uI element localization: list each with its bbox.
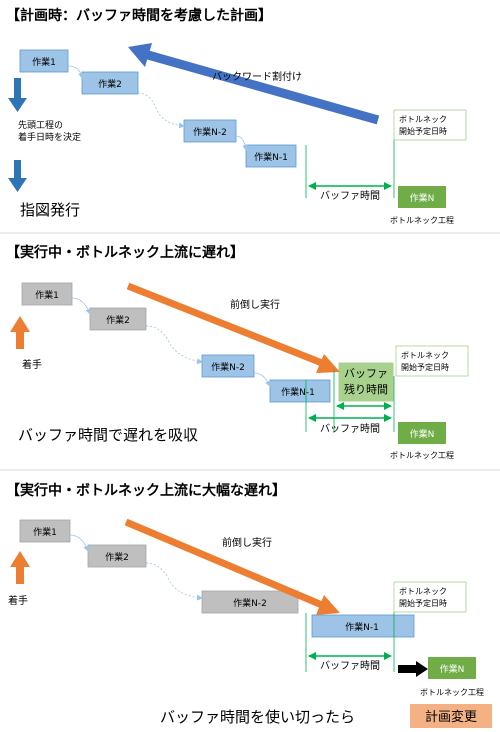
connector-n2-n1 (235, 135, 249, 151)
task-n1-label: 作業N-1 (254, 151, 288, 163)
task-n2-label: 作業N-2 (193, 126, 227, 138)
buffer-remaining-box (337, 361, 395, 403)
bottleneck-start-line1: ボトルネック (399, 587, 447, 596)
task-1-label: 作業1 (33, 526, 57, 538)
task-n2-label: 作業N-2 (233, 597, 267, 609)
forward-label: 前倒し実行 (222, 536, 272, 549)
buffer-remaining-line2: 残り時間 (344, 382, 388, 396)
backward-arrow-shaft (146, 50, 380, 125)
connector-1-2 (67, 65, 85, 79)
section-minor-delay: 【実行中・ボトルネック上流に遅れ】 作業1 作業2 作業N-2 作業N-1 バッ… (6, 244, 469, 460)
down-arrow-1-head (8, 98, 27, 112)
bottleneck-start-box (393, 109, 467, 141)
forward-arrow-head (316, 354, 340, 373)
plan-change-box (410, 704, 492, 728)
bottleneck-process-label: ボトルネック工程 (390, 451, 454, 460)
bottleneck-start-line1: ボトルネック (399, 115, 447, 124)
bottleneck-start-line2: 開始予定日時 (399, 598, 447, 608)
task-1-box (21, 282, 73, 306)
task-n2-box (201, 590, 299, 614)
task-1-box (19, 519, 71, 543)
task-n-box (398, 186, 446, 208)
push-arrow-shaft (398, 665, 418, 673)
task-n1-box (311, 614, 415, 638)
forward-label: 前倒し実行 (230, 298, 280, 311)
task-n2-label: 作業N-2 (211, 361, 245, 373)
left-text-line1: 先頭工程の (18, 119, 63, 131)
task-n-label: 作業N (440, 663, 465, 675)
bottleneck-process-label: ボトルネック工程 (390, 216, 454, 225)
down-arrow-2-head (8, 178, 27, 192)
section1-title: 【計画時：バッファ時間を考慮した計画】 (6, 7, 272, 24)
section-planning: 【計画時：バッファ時間を考慮した計画】 作業1 作業2 作業N-2 作業N-1 … (6, 7, 467, 225)
task-n1-box (269, 379, 331, 403)
connector-2-n2 (145, 562, 203, 601)
connector-1-2 (71, 297, 92, 315)
section3-title: 【実行中・ボトルネック上流に大幅な遅れ】 (6, 482, 286, 499)
forward-arrow-shaft (126, 282, 324, 367)
bottleneck-start-line2: 開始予定日時 (401, 362, 449, 372)
backward-arrow-head (128, 43, 152, 67)
plan-change-label: 計画変更 (425, 709, 477, 725)
push-arrow-head (416, 661, 428, 677)
bottleneck-start-line2: 開始予定日時 (399, 126, 447, 136)
down-arrow-1-shaft (14, 78, 21, 98)
task-n1-label: 作業N-1 (345, 621, 379, 633)
down-arrow-2-shaft (14, 160, 21, 178)
task-n-box (398, 422, 446, 444)
forward-arrow-shaft (124, 518, 324, 609)
forward-arrow-head (316, 595, 340, 615)
task-n-label: 作業N (410, 428, 435, 440)
up-arrow-head (10, 316, 30, 332)
task-1-label: 作業1 (32, 56, 56, 68)
used-up-text: バッファ時間を使い切ったら (160, 708, 355, 726)
start-label: 着手 (22, 358, 42, 371)
task-2-label: 作業2 (105, 551, 129, 563)
connector-2-n2 (145, 325, 203, 365)
left-text-line2: 着手日時を決定 (18, 131, 81, 143)
connector-1-2 (69, 534, 90, 552)
task-n1-box (245, 144, 297, 168)
section-major-delay: 【実行中・ボトルネック上流に大幅な遅れ】 作業1 作業2 作業N-2 作業N-1… (6, 482, 492, 728)
backward-label: バックワード割付け (212, 70, 302, 83)
start-label: 着手 (8, 594, 28, 607)
task-1-box (19, 49, 69, 73)
task-n-label: 作業N (410, 192, 435, 204)
task-2-label: 作業2 (106, 314, 130, 326)
task-2-label: 作業2 (98, 78, 122, 90)
task-n-box (428, 657, 476, 679)
up-arrow-head (10, 551, 30, 567)
task-n2-box (201, 354, 255, 378)
bottleneck-start-box (393, 581, 467, 613)
task-2-box (89, 307, 147, 331)
task-1-label: 作業1 (35, 289, 59, 301)
connector-2-n2 (137, 92, 185, 129)
buffer-remaining-line1: バッファ (344, 367, 388, 380)
section2-title: 【実行中・ボトルネック上流に遅れ】 (6, 244, 244, 261)
absorb-text: バッファ時間で遅れを吸収 (18, 426, 198, 444)
up-arrow-shaft (16, 331, 24, 349)
up-arrow-shaft (16, 566, 24, 584)
buffer-label: バッファ時間 (320, 190, 380, 202)
task-2-box (81, 71, 139, 95)
buffer-label: バッファ時間 (320, 423, 380, 435)
task-n2-box (183, 119, 237, 143)
buffer-label: バッファ時間 (320, 660, 380, 672)
bottleneck-start-line1: ボトルネック (401, 351, 449, 360)
task-n1-label: 作業N-1 (281, 386, 315, 398)
task-2-box (87, 544, 147, 568)
instruction-label: 指図発行 (20, 201, 80, 219)
bottleneck-process-label: ボトルネック工程 (420, 688, 484, 697)
bottleneck-start-box (395, 345, 469, 377)
connector-n2-n1 (253, 372, 271, 387)
